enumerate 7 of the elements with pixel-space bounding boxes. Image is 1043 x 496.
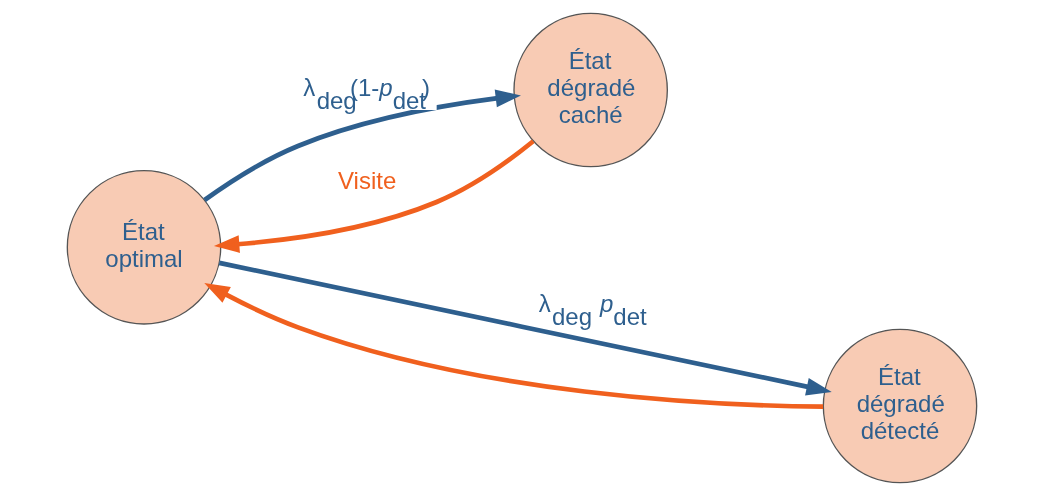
arrow <box>213 139 535 253</box>
node-circle: État dégradé détecté <box>822 328 977 484</box>
edge-label: Visite <box>337 167 396 195</box>
arrow <box>218 260 832 396</box>
node-circle: État dégradé caché <box>512 12 668 168</box>
node-circle: État optimal <box>66 170 221 325</box>
arrow <box>203 282 823 410</box>
